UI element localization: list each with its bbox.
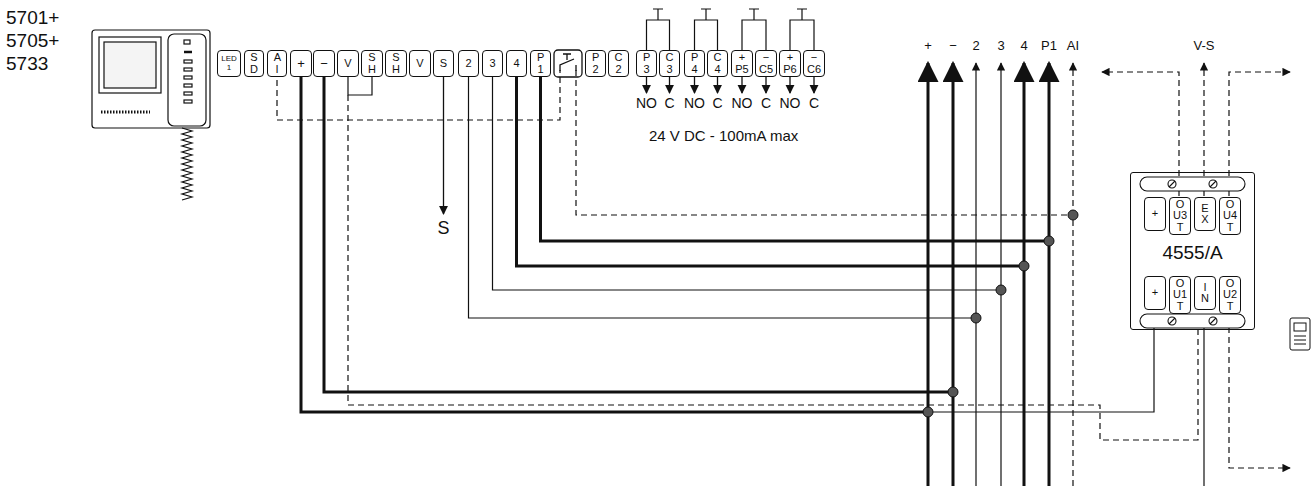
terminal: P 2 <box>585 50 606 77</box>
wire <box>348 77 372 95</box>
wire <box>742 20 766 50</box>
wire <box>790 20 814 50</box>
terminal-label: V <box>416 58 423 69</box>
terminal: S D <box>244 50 264 77</box>
contact-label: NO <box>731 96 754 111</box>
terminal-label: + <box>297 57 305 70</box>
contact-label: NO <box>779 96 802 111</box>
terminal-label: LED 1 <box>221 55 237 71</box>
bus-label: − <box>948 39 958 53</box>
bus-label: 4 <box>1019 39 1028 53</box>
monitor-illustration <box>92 30 210 200</box>
terminal-label: 4 <box>513 58 519 69</box>
terminal: C 4 <box>707 50 728 77</box>
terminal: − <box>313 50 335 77</box>
contact-label: C <box>760 96 772 111</box>
model-number: 5705+ <box>5 31 60 52</box>
terminal-label: P 1 <box>537 52 544 74</box>
terminal: + <box>1144 197 1166 231</box>
contact-label: C <box>663 96 675 111</box>
terminal: C 3 <box>659 50 680 77</box>
terminal-label: S H <box>368 52 376 74</box>
terminal-label: C 3 <box>666 52 674 74</box>
terminal-label: + <box>1152 208 1158 219</box>
wires <box>277 9 1290 486</box>
terminal-label: + <box>1152 287 1158 298</box>
terminal: 4 <box>506 50 527 77</box>
terminal-label: P 3 <box>643 52 650 74</box>
contact-label: NO <box>635 96 658 111</box>
terminal-label: − <box>320 57 328 70</box>
terminal-label: S H <box>392 52 400 74</box>
terminal: LED 1 <box>217 50 241 77</box>
terminal: 3 <box>482 50 503 77</box>
bus-label: P1 <box>1040 39 1058 53</box>
keypad-icon <box>1290 318 1310 350</box>
bus-label: V-S <box>1193 39 1216 53</box>
terminal-label: O U3 T <box>1173 199 1187 233</box>
terminal: E X <box>1194 197 1216 231</box>
terminal: + <box>290 50 312 77</box>
terminal: + P5 <box>731 50 753 77</box>
contact-label: C <box>808 96 820 111</box>
model-number: 5701+ <box>5 8 60 29</box>
terminal: O U2 T <box>1219 276 1241 314</box>
terminal-label: − C6 <box>807 52 821 74</box>
terminal: P 4 <box>684 50 705 77</box>
terminal-label: E X <box>1201 203 1208 225</box>
bus-label: 3 <box>996 39 1005 53</box>
terminal: − C5 <box>755 50 777 77</box>
contact-label: C <box>711 96 723 111</box>
wire <box>695 20 718 50</box>
terminal: I N <box>1194 276 1216 310</box>
terminal: P 1 <box>530 50 551 77</box>
terminal: O U1 T <box>1169 276 1191 314</box>
terminal-label: C 2 <box>615 52 623 74</box>
terminal: 2 <box>458 50 479 77</box>
terminal-label: − C5 <box>759 52 773 74</box>
terminal: S H <box>361 50 383 77</box>
terminal-label: P 4 <box>691 52 698 74</box>
bus-label: AI <box>1066 39 1080 53</box>
terminal: V <box>337 50 359 77</box>
bus-label: + <box>923 39 933 53</box>
bus-label: 2 <box>971 39 980 53</box>
terminal: S H <box>385 50 407 77</box>
terminal-label: I N <box>1201 282 1209 304</box>
intercom-module: 4555/A + O U3 T E X O U4 T + O U1 T I N O U2 T <box>1130 172 1255 330</box>
switch-terminal <box>554 50 582 77</box>
terminal-label: O U2 T <box>1223 278 1237 312</box>
model-number: 5733 <box>5 54 49 75</box>
terminal: A I <box>267 50 287 77</box>
terminal-label: O U1 T <box>1173 278 1187 312</box>
module-name: 4555/A <box>1131 243 1254 262</box>
terminal-label: + P6 <box>783 52 796 74</box>
terminal-label: S D <box>250 52 258 74</box>
terminal-label: V <box>344 58 351 69</box>
terminal-label: 3 <box>489 58 495 69</box>
terminal-label: 2 <box>465 58 471 69</box>
terminal: O U3 T <box>1169 197 1191 235</box>
signal-label: S <box>436 219 450 239</box>
rating-note: 24 V DC - 100mA max <box>648 128 799 145</box>
terminal: + <box>1144 276 1166 310</box>
terminal: C 2 <box>608 50 629 77</box>
terminal: − C6 <box>803 50 825 77</box>
terminal: P 3 <box>636 50 657 77</box>
terminal-label: + P5 <box>735 52 748 74</box>
terminal: + P6 <box>779 50 801 77</box>
terminal-label: C 4 <box>714 52 722 74</box>
junction-dots <box>923 210 1078 417</box>
wire <box>647 20 670 50</box>
terminal: V <box>409 50 431 77</box>
terminal: O U4 T <box>1219 197 1241 235</box>
contact-label: NO <box>683 96 706 111</box>
terminal-label: O U4 T <box>1223 199 1237 233</box>
terminal-label: S <box>440 58 447 69</box>
terminal: S <box>433 50 454 77</box>
terminal-label: A I <box>274 52 281 74</box>
terminal-label: P 2 <box>592 52 599 74</box>
